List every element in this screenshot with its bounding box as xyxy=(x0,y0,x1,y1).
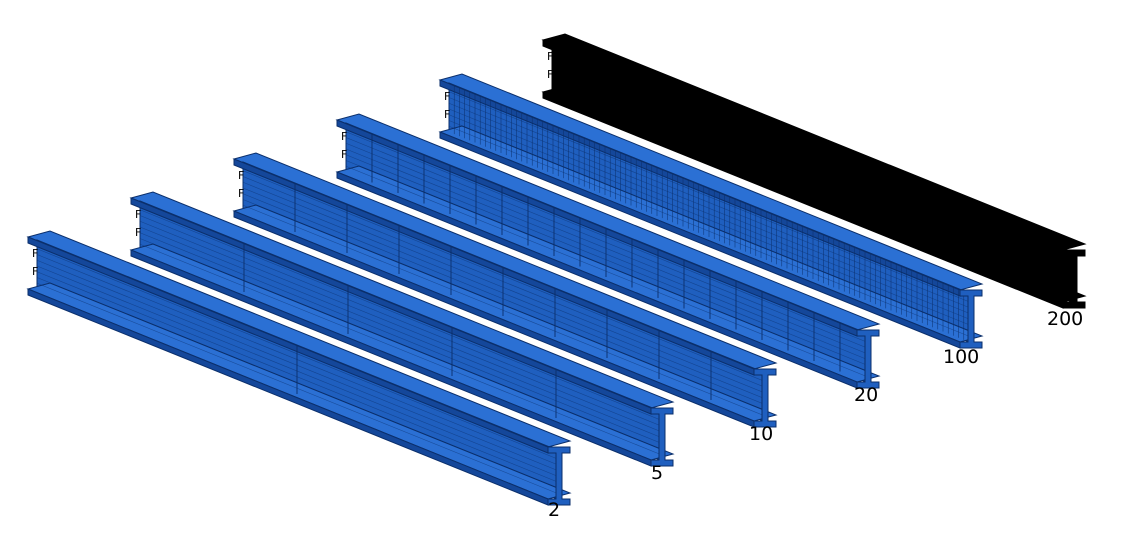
end-cross-section xyxy=(650,407,674,467)
support-marker: F xyxy=(238,169,244,182)
support-marker: F xyxy=(547,50,553,63)
support-marker: F xyxy=(547,68,553,81)
beam-label-2: 2 xyxy=(548,499,560,521)
mesh-line xyxy=(139,209,661,421)
end-cross-section xyxy=(753,368,777,428)
support-marker: F xyxy=(444,90,450,103)
mesh-line xyxy=(139,232,661,444)
support-marker: F xyxy=(32,247,38,260)
i-beam-20: FF xyxy=(335,113,881,389)
beam-label-10: 10 xyxy=(749,423,773,445)
mesh-line xyxy=(139,243,661,455)
support-marker: F xyxy=(135,208,141,221)
mesh-line xyxy=(139,226,661,438)
labels-layer: 2 5 10 20 100 200 xyxy=(548,308,1083,521)
support-marker: F xyxy=(444,108,450,121)
mesh-line xyxy=(139,238,661,449)
i-beam-2: FF xyxy=(26,230,572,506)
i-beam-5: FF xyxy=(129,191,675,467)
support-marker: F xyxy=(341,148,347,161)
support-marker: F xyxy=(32,265,38,278)
support-marker: F xyxy=(135,226,141,239)
end-cross-section xyxy=(1062,249,1086,309)
mesh-line xyxy=(139,220,661,432)
beam-label-200: 200 xyxy=(1047,308,1083,330)
support-marker: F xyxy=(341,130,347,143)
end-cross-section xyxy=(547,446,571,506)
end-cross-section xyxy=(856,329,880,389)
beam-label-100: 100 xyxy=(943,346,979,368)
mesh-line xyxy=(139,215,661,426)
i-beam-200: FF xyxy=(541,33,1087,309)
beam-label-20: 20 xyxy=(854,384,878,406)
beam-label-5: 5 xyxy=(651,462,663,484)
support-marker: F xyxy=(238,187,244,200)
end-cross-section xyxy=(959,289,983,349)
i-beam-10: FF xyxy=(232,152,778,428)
i-beam-100: FF xyxy=(438,73,984,349)
